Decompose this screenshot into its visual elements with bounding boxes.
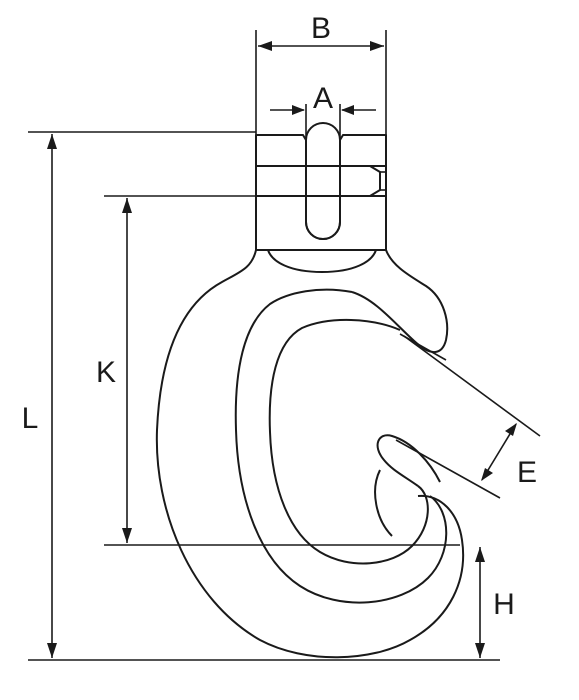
label-a: A bbox=[313, 82, 333, 115]
dimension-l: L bbox=[22, 131, 500, 661]
clevis-block bbox=[255, 104, 387, 251]
label-b: B bbox=[311, 12, 331, 45]
hook-body bbox=[155, 249, 465, 659]
dimension-a: A bbox=[270, 82, 376, 115]
dimension-e: E bbox=[395, 335, 541, 499]
dimension-b: B bbox=[255, 12, 387, 135]
label-h: H bbox=[493, 588, 515, 621]
dimension-h: H bbox=[475, 547, 515, 658]
label-k: K bbox=[96, 356, 116, 389]
dimension-k: K bbox=[96, 195, 460, 546]
label-e: E bbox=[517, 456, 537, 489]
label-l: L bbox=[22, 402, 39, 435]
